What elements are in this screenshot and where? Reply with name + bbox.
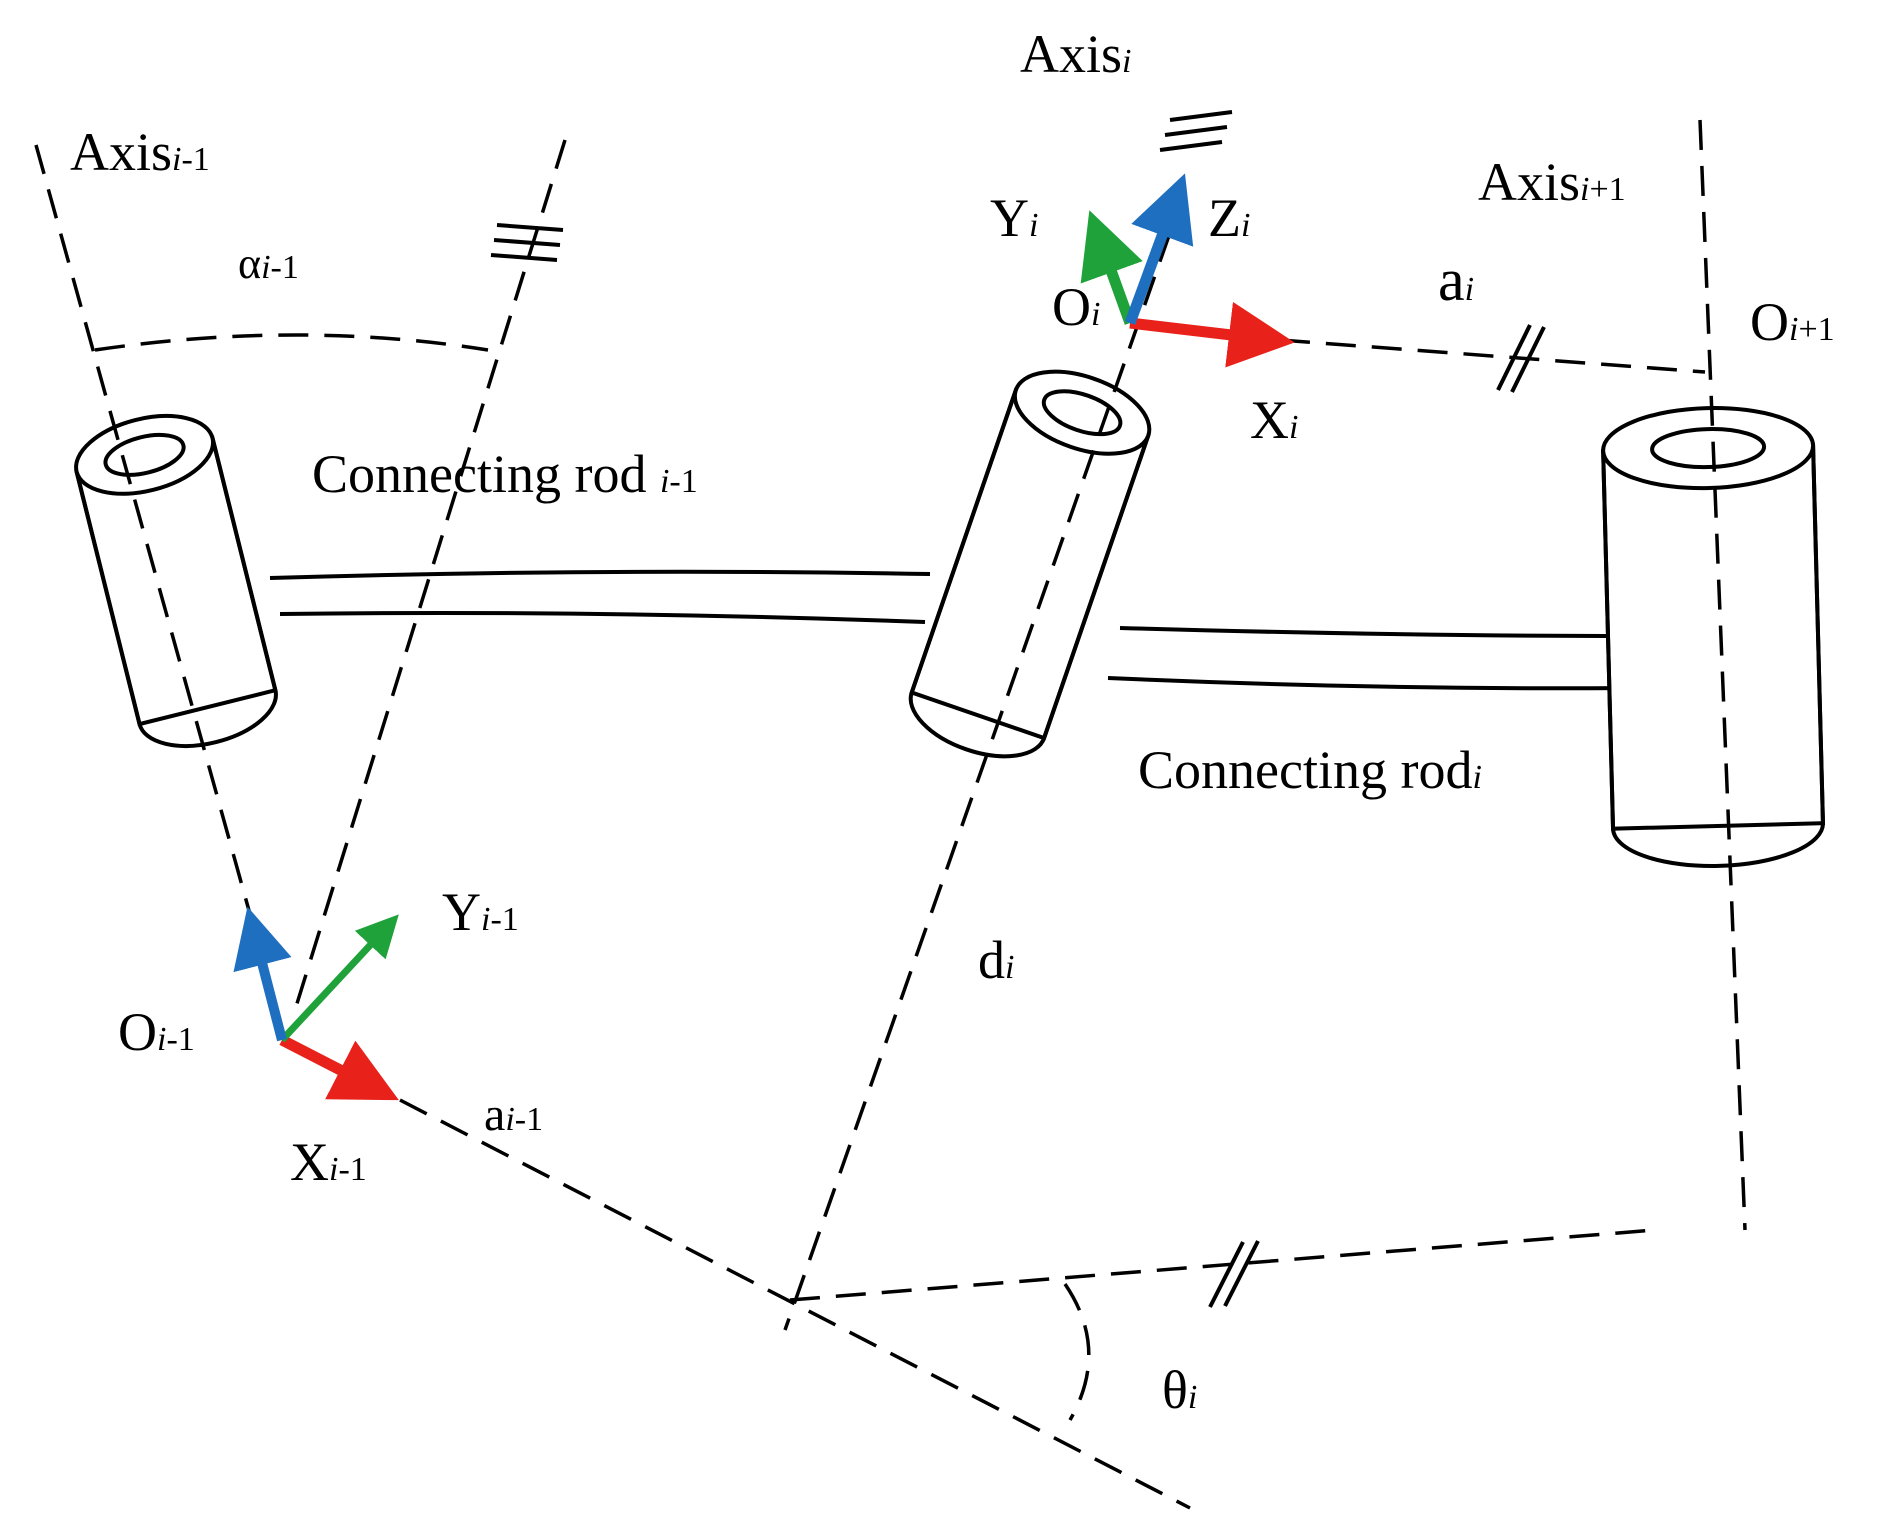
o-cur-label: Oi — [1052, 277, 1100, 337]
x-prev-extension-line — [399, 1098, 1191, 1510]
frame-cur-axes — [1080, 173, 1295, 368]
z-cur-axis-arrow — [1124, 173, 1194, 325]
joint-cylinder-cur — [908, 369, 1152, 759]
axis-next-line — [1698, 119, 1747, 1231]
y-cur-axis-arrow — [1080, 210, 1143, 325]
axis-prev-parallel-line — [293, 139, 567, 1011]
x-prev-axis-arrow — [279, 1035, 399, 1101]
axis-prev-label: Axisi-1 — [70, 122, 210, 182]
theta-cur-label: θi — [1162, 1360, 1197, 1420]
common-normal-line — [789, 1228, 1656, 1302]
construction-lines — [34, 119, 1747, 1510]
o-prev-label: Oi-1 — [118, 1002, 195, 1062]
alpha-prev-arc — [94, 333, 489, 352]
connecting-rod-prev-label: Connecting rod i-1 — [312, 444, 698, 504]
axis-prev-line — [34, 144, 287, 1041]
connecting-rod-prev-shape — [269, 569, 931, 624]
theta-arc — [1063, 1283, 1091, 1421]
joint-cylinder-prev — [74, 414, 278, 748]
x-cur-label: Xi — [1250, 390, 1298, 450]
frame-prev-axes — [233, 906, 399, 1101]
o-next-label: Oi+1 — [1750, 292, 1835, 352]
a-cur-line — [1279, 338, 1706, 374]
joint-cylinder-next — [1601, 405, 1826, 868]
a-prev-label: ai-1 — [484, 1088, 543, 1141]
y-prev-label: Yi-1 — [442, 882, 519, 942]
y-prev-axis-arrow — [279, 914, 399, 1043]
axis-next-label: Axisi+1 — [1478, 152, 1626, 212]
z-cur-label: Zi — [1208, 188, 1250, 248]
axis-cur-line — [783, 189, 1187, 1331]
x-prev-label: Xi-1 — [290, 1132, 367, 1192]
d-cur-label: di — [978, 930, 1014, 990]
connecting-rod-cur-label: Connecting rodi — [1138, 740, 1482, 800]
alpha-prev-label: αi-1 — [238, 239, 299, 288]
parallel-marks — [490, 110, 1546, 1308]
axis-cur-label: Axisi — [1020, 24, 1131, 84]
connecting-rod-cur-shape — [1107, 626, 1631, 691]
y-cur-label: Yi — [990, 188, 1038, 248]
z-prev-axis-arrow — [233, 906, 292, 1042]
x-cur-axis-arrow — [1129, 301, 1295, 368]
a-cur-label: ai — [1438, 247, 1474, 313]
